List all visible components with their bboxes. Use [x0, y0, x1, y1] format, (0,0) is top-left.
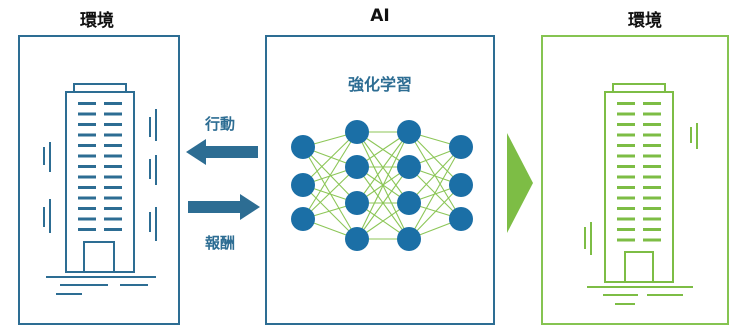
- window: [78, 175, 96, 179]
- window: [643, 144, 661, 147]
- window: [78, 123, 96, 126]
- nn-node: [291, 207, 315, 231]
- window: [617, 207, 635, 210]
- nn-node: [291, 135, 315, 159]
- nn-edge: [302, 131, 358, 186]
- chevron-right-icon: [507, 133, 533, 233]
- window: [104, 228, 122, 231]
- nn-node: [345, 120, 369, 144]
- window: [643, 238, 661, 242]
- window: [78, 217, 96, 221]
- window: [104, 102, 122, 105]
- window: [643, 112, 661, 116]
- window: [78, 102, 96, 105]
- nn-node: [397, 191, 421, 215]
- building-green-icon: [584, 83, 698, 305]
- window: [617, 238, 635, 242]
- reward-label: 報酬: [204, 234, 235, 252]
- window: [643, 165, 661, 168]
- nn-edge: [408, 131, 462, 186]
- window: [78, 186, 96, 189]
- window: [617, 133, 635, 137]
- nn-edge: [408, 184, 462, 240]
- action-arrow: [186, 139, 258, 165]
- window: [643, 217, 661, 221]
- window: [617, 196, 635, 200]
- window: [104, 144, 122, 147]
- window: [617, 175, 635, 179]
- ai-subtitle: 強化学習: [347, 75, 412, 94]
- window: [104, 196, 122, 200]
- nn-node: [449, 173, 473, 197]
- window: [78, 228, 96, 231]
- window: [78, 154, 96, 158]
- window: [643, 228, 661, 231]
- reward-arrow: [188, 194, 260, 220]
- ai-title: AI: [370, 6, 390, 26]
- ai-panel: 強化学習: [265, 35, 495, 325]
- window: [104, 123, 122, 126]
- env-right-title: 環境: [628, 11, 662, 31]
- window: [78, 112, 96, 116]
- window: [617, 217, 635, 221]
- window: [643, 207, 661, 210]
- window: [617, 144, 635, 147]
- window: [643, 186, 661, 189]
- window: [617, 123, 635, 126]
- env-left-title: 環境: [80, 11, 114, 31]
- env-right-panel: [541, 35, 729, 325]
- window: [617, 165, 635, 168]
- window: [643, 102, 661, 105]
- window: [78, 144, 96, 147]
- window: [617, 102, 635, 105]
- nn-edge: [408, 146, 462, 204]
- nn-node: [345, 155, 369, 179]
- window: [104, 133, 122, 137]
- nn-node: [345, 227, 369, 251]
- window: [104, 112, 122, 116]
- nn-node: [291, 173, 315, 197]
- nn-edge: [302, 166, 358, 220]
- window: [643, 196, 661, 200]
- neural-network-diagram: [291, 120, 473, 251]
- action-label: 行動: [204, 115, 235, 133]
- nn-edge: [356, 131, 410, 204]
- nn-edge: [302, 131, 358, 220]
- window: [78, 133, 96, 137]
- window: [78, 196, 96, 200]
- nn-node: [397, 120, 421, 144]
- window: [643, 154, 661, 158]
- window: [104, 186, 122, 189]
- window: [617, 228, 635, 231]
- window: [643, 123, 661, 126]
- env-left-panel: [18, 35, 180, 325]
- nn-node: [397, 227, 421, 251]
- window: [617, 112, 635, 116]
- window: [104, 165, 122, 168]
- window: [104, 217, 122, 221]
- nn-node: [397, 155, 421, 179]
- building-blue-icon: [43, 83, 157, 295]
- window: [617, 186, 635, 189]
- window: [104, 175, 122, 179]
- nn-node: [345, 191, 369, 215]
- window: [78, 165, 96, 168]
- window: [617, 154, 635, 158]
- nn-edge: [408, 146, 462, 240]
- nn-edge: [356, 131, 410, 240]
- nn-edge: [356, 166, 410, 240]
- nn-node: [449, 135, 473, 159]
- window: [643, 175, 661, 179]
- window: [643, 133, 661, 137]
- nn-node: [449, 207, 473, 231]
- nn-edge: [302, 184, 358, 240]
- window: [78, 207, 96, 210]
- window: [104, 207, 122, 210]
- window: [104, 154, 122, 158]
